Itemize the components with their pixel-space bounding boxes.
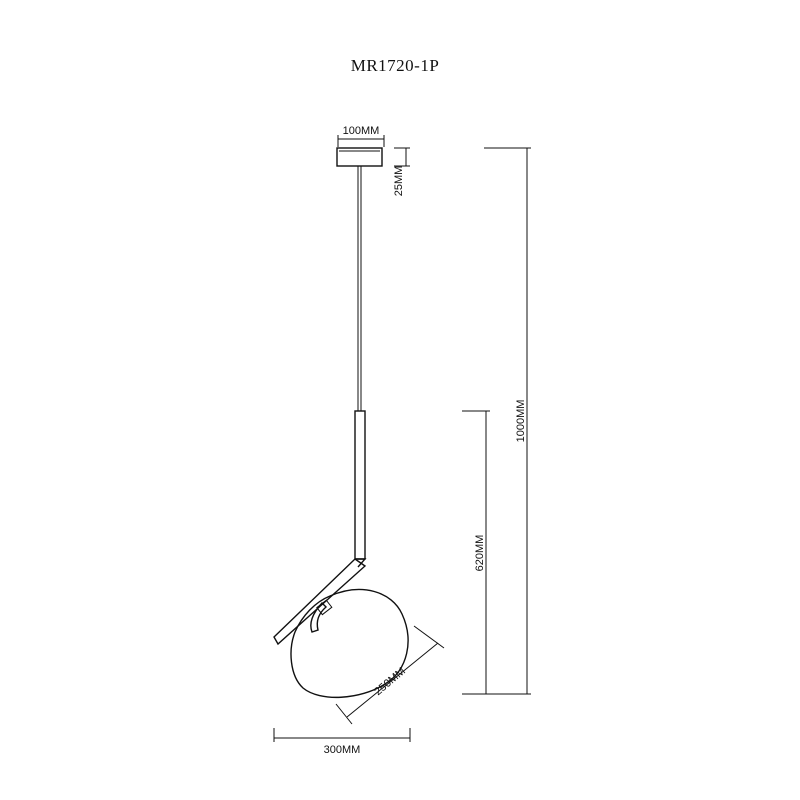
total-height-dimension: [484, 147, 531, 695]
shade-diameter-dimension: [335, 625, 445, 725]
canopy-width-label: 100MM: [343, 125, 380, 137]
lower-height-dimension: [462, 410, 490, 695]
overall-width-label: 300MM: [324, 744, 361, 756]
total-height-label: 1000MM: [515, 400, 527, 443]
suspension-rod: [357, 166, 362, 411]
lower-height-label: 620MM: [474, 535, 486, 572]
angled-arm: [273, 558, 367, 646]
stem-tube: [354, 410, 367, 568]
overall-width-dimension: [273, 728, 411, 742]
ceiling-canopy: [336, 147, 383, 167]
canopy-width-dimension: [337, 135, 385, 147]
canopy-height-label: 25MM: [393, 166, 405, 197]
glass-shade: [290, 588, 409, 698]
shade-diameter-label: 250MM: [372, 665, 408, 698]
model-title: MR1720-1P: [351, 56, 440, 75]
canopy-height-dimension: [394, 147, 410, 167]
